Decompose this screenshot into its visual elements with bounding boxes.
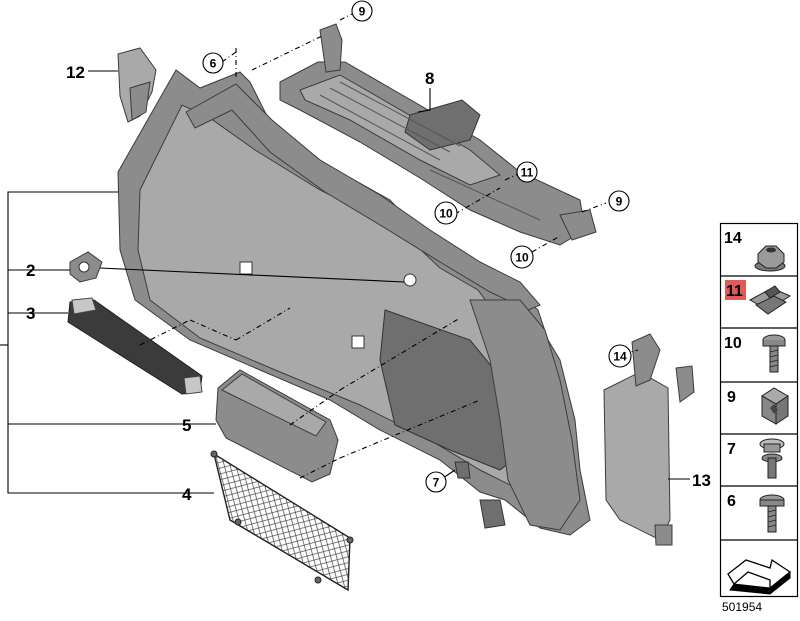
rivet-icon bbox=[759, 438, 785, 479]
trunk-side-trim-panel bbox=[117, 69, 591, 536]
label-3: 3 bbox=[26, 304, 35, 323]
label-14: 14 bbox=[613, 350, 627, 364]
panel-label-11: 11 bbox=[726, 283, 743, 300]
strip-part-3 bbox=[67, 297, 203, 395]
label-5: 5 bbox=[182, 416, 191, 435]
label-10-left: 10 bbox=[439, 207, 453, 221]
label-9-top: 9 bbox=[359, 5, 366, 19]
bracket-part-12 bbox=[117, 47, 157, 123]
orientation-arrow-icon bbox=[727, 558, 792, 595]
document-number: 501954 bbox=[722, 600, 762, 614]
square-clip-icon bbox=[761, 387, 789, 425]
label-8: 8 bbox=[425, 69, 434, 88]
bracket-part-13 bbox=[603, 333, 695, 546]
panel-label-6: 6 bbox=[727, 493, 736, 510]
clip-nut-icon bbox=[748, 285, 792, 315]
net-part-4 bbox=[210, 450, 354, 592]
screw-icon bbox=[762, 334, 786, 373]
callout-10-left: 10 bbox=[434, 201, 458, 225]
callout-labels: 12 2 3 5 4 8 13 6 9 11 10 9 10 bbox=[26, 0, 711, 504]
callout-14: 14 bbox=[608, 344, 632, 368]
dashed-assembly-lines bbox=[139, 13, 639, 479]
cover-part-5 bbox=[215, 369, 339, 483]
callout-7: 7 bbox=[425, 471, 447, 493]
panel-label-7: 7 bbox=[727, 441, 736, 458]
hex-nut-icon bbox=[754, 245, 786, 272]
callout-11: 11 bbox=[516, 161, 538, 183]
highlight-11 bbox=[725, 280, 746, 300]
callout-9-top: 9 bbox=[351, 0, 373, 22]
label-11: 11 bbox=[521, 166, 534, 180]
fastener-panel: 14 11 10 9 7 6 bbox=[719, 222, 799, 598]
label-13: 13 bbox=[692, 471, 711, 490]
label-2: 2 bbox=[26, 261, 35, 280]
label-7: 7 bbox=[433, 476, 440, 490]
panel-label-14: 14 bbox=[724, 230, 742, 247]
label-12: 12 bbox=[66, 63, 85, 82]
label-4: 4 bbox=[182, 485, 192, 504]
plastic-screw-icon bbox=[759, 494, 785, 533]
grommet-part-2 bbox=[69, 251, 103, 283]
callout-10-right: 10 bbox=[510, 245, 534, 269]
callout-9-right: 9 bbox=[608, 190, 630, 212]
label-10-right: 10 bbox=[515, 251, 529, 265]
panel-label-10: 10 bbox=[724, 335, 742, 352]
bracket-part-8 bbox=[279, 23, 597, 246]
panel-label-9: 9 bbox=[727, 389, 736, 406]
callout-6: 6 bbox=[202, 52, 224, 74]
label-6: 6 bbox=[210, 57, 217, 71]
label-9-right: 9 bbox=[616, 195, 623, 209]
